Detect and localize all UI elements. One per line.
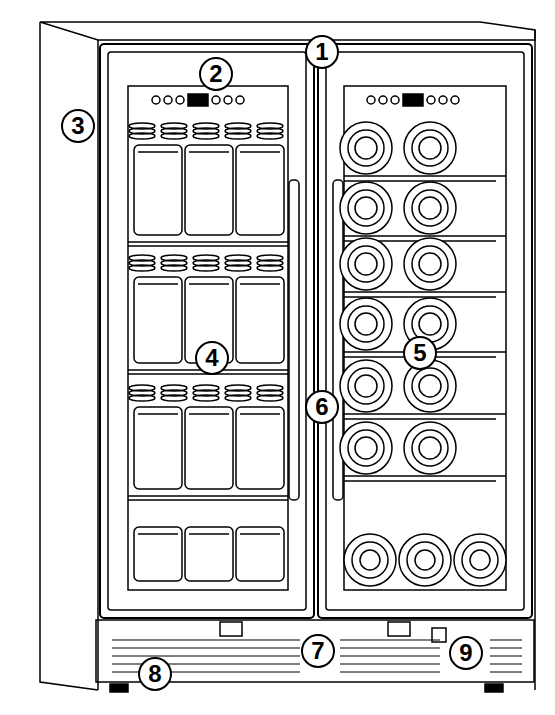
can-top	[193, 395, 219, 401]
can-top	[193, 265, 219, 271]
bottle	[404, 182, 456, 234]
can-top	[257, 265, 283, 271]
control-button	[427, 96, 435, 104]
callout-number: 1	[305, 35, 339, 69]
bottle	[340, 422, 392, 474]
can-top	[225, 265, 251, 271]
can-top	[257, 395, 283, 401]
bottle	[404, 122, 456, 174]
bottle	[404, 422, 456, 474]
control-button	[212, 96, 220, 104]
callout-number: 6	[305, 390, 339, 424]
can	[236, 277, 284, 363]
can	[134, 277, 182, 363]
control-button	[224, 96, 232, 104]
callout-number: 9	[449, 636, 483, 670]
control-button	[152, 96, 160, 104]
control-button	[391, 96, 399, 104]
bottle	[340, 298, 392, 350]
can	[134, 527, 182, 581]
can	[134, 145, 182, 235]
can-top	[161, 133, 187, 139]
can	[185, 145, 233, 235]
callout-number: 2	[199, 57, 233, 91]
control-button	[176, 96, 184, 104]
bottle	[404, 238, 456, 290]
control-button	[367, 96, 375, 104]
can-top	[225, 133, 251, 139]
can-top	[129, 395, 155, 401]
control-button	[379, 96, 387, 104]
bottle	[344, 534, 396, 586]
control-button	[164, 96, 172, 104]
display	[403, 94, 423, 106]
can	[236, 527, 284, 581]
can	[185, 527, 233, 581]
can-top	[257, 133, 283, 139]
bottle	[399, 534, 451, 586]
display	[188, 94, 208, 106]
control-button	[439, 96, 447, 104]
bottle	[340, 360, 392, 412]
can-top	[129, 133, 155, 139]
can	[134, 407, 182, 489]
can-top	[129, 265, 155, 271]
can	[185, 407, 233, 489]
can	[236, 407, 284, 489]
bottle	[454, 534, 506, 586]
callout-number: 3	[61, 109, 95, 143]
bottle	[340, 238, 392, 290]
can-top	[161, 395, 187, 401]
bottle	[340, 182, 392, 234]
callout-number: 5	[403, 336, 437, 370]
can	[236, 145, 284, 235]
control-button	[236, 96, 244, 104]
callout-number: 7	[301, 634, 335, 668]
callout-number: 8	[138, 657, 172, 691]
bottle	[340, 122, 392, 174]
control-button	[451, 96, 459, 104]
callout-number: 4	[195, 341, 229, 375]
can-top	[193, 133, 219, 139]
can-top	[225, 395, 251, 401]
can-top	[161, 265, 187, 271]
